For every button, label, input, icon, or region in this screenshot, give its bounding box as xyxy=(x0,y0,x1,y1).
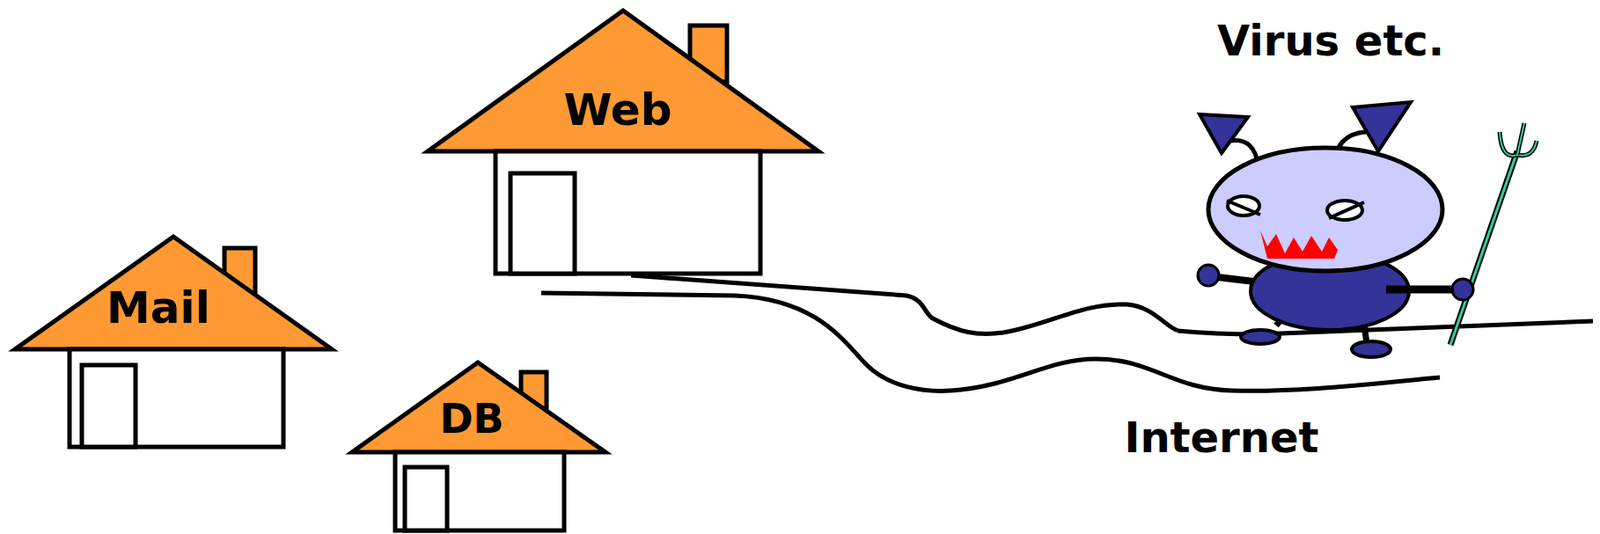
node-title: Mail xyxy=(106,286,211,331)
internet-cable-extension xyxy=(1177,321,1593,335)
internet-connection xyxy=(631,275,1178,334)
mail-server-house: Mail xyxy=(10,232,337,451)
node-outline xyxy=(1177,13,1470,359)
node-outline xyxy=(10,232,337,451)
node-title: Web xyxy=(563,88,672,133)
node-title: Virus etc. xyxy=(1217,19,1445,62)
network-label: Internet xyxy=(1124,416,1320,459)
web-server-house: Web xyxy=(422,7,824,276)
db-server-house: DB xyxy=(347,358,610,534)
node-outline xyxy=(347,358,610,534)
node-outline xyxy=(422,7,824,276)
node-title: DB xyxy=(439,398,504,440)
virus-character: Virus etc. xyxy=(1177,13,1470,359)
